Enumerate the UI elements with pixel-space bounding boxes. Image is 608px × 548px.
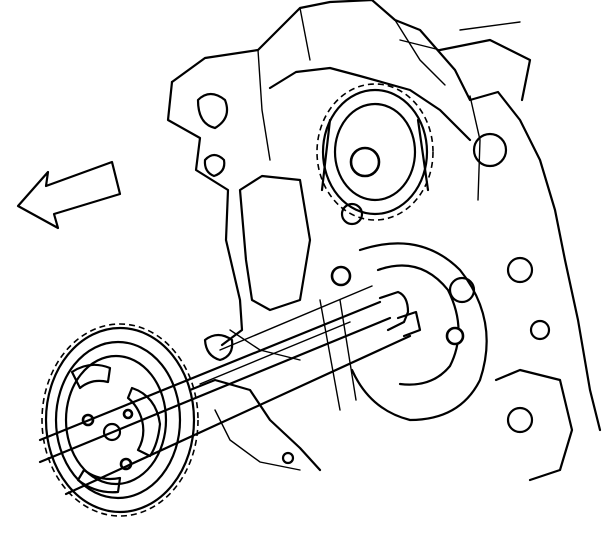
- upper-gear: [316, 83, 434, 226]
- large-gear: [41, 323, 199, 517]
- alignment-shafts: [38, 285, 412, 496]
- lower-hub: [330, 242, 488, 422]
- direction-arrow: [16, 160, 122, 230]
